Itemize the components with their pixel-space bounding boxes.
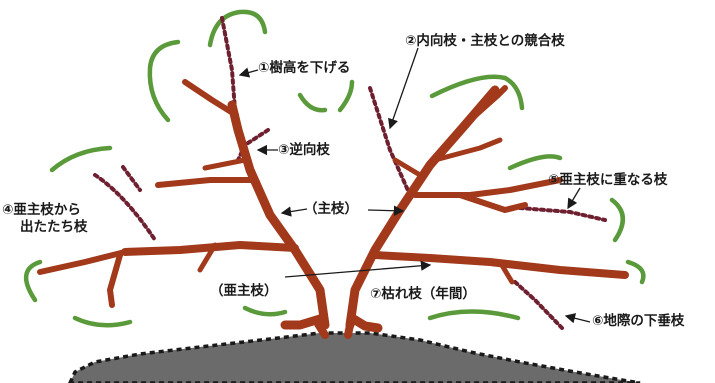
foliage-bottom-mid <box>242 305 288 317</box>
foliage-top-left <box>207 9 268 48</box>
foliage-right-mid <box>507 154 563 171</box>
arrow-droop <box>564 313 591 324</box>
left-trunk <box>227 100 330 330</box>
cut-branch-droop <box>513 280 564 330</box>
label-water-sprout-line1: ④亜主枝から <box>2 202 81 218</box>
left-branch-small <box>197 242 218 273</box>
right-branch-upper <box>432 137 503 163</box>
foliage-right-upper <box>429 74 525 111</box>
label-droop-branch: ⑥地際の下垂枝 <box>592 313 685 329</box>
foliage-center-top1 <box>297 92 328 113</box>
arrow-inward <box>388 47 419 130</box>
right-sub-branch-lower <box>371 251 629 279</box>
arrow-main-left <box>280 206 308 217</box>
label-water-sprout: ④亜主枝から 出たたち枝 <box>2 202 88 236</box>
left-sub-branch-drop <box>107 252 123 308</box>
foliage-right-lower <box>625 259 646 285</box>
left-branch-upper <box>182 79 239 118</box>
arrow-sub-main <box>284 260 432 278</box>
right-sub-branch-drop <box>497 259 515 285</box>
foliage-left-upper <box>147 39 181 123</box>
right-root2 <box>344 321 354 339</box>
foliage-group <box>24 9 646 328</box>
foliage-center-top2 <box>337 79 355 113</box>
left-sub-branch-lower <box>121 241 299 256</box>
label-overlap-branch: ⑤亜主枝に重なる枝 <box>548 172 668 188</box>
right-branch-mid2 <box>457 192 528 213</box>
cut-branch-water-sprout <box>93 173 157 242</box>
right-branch-mid <box>412 177 563 198</box>
cut-branch-top <box>220 16 237 112</box>
foliage-right-side <box>609 197 625 243</box>
arrow-main-right <box>367 205 405 216</box>
arrow-overlap <box>567 187 581 210</box>
left-sub-branch-lower-tip <box>37 249 128 275</box>
foliage-left-mid <box>49 145 113 173</box>
left-root <box>280 313 328 330</box>
label-lower-height: ①樹高を下げる <box>258 60 351 76</box>
ground-mound <box>68 331 641 383</box>
left-branch-mid2 <box>202 157 248 171</box>
foliage-bottom-left <box>72 315 133 328</box>
label-inward-branch: ②内向枝・主枝との競合枝 <box>405 33 565 49</box>
arrow-lower-height <box>238 67 259 78</box>
right-trunk-tip <box>467 85 508 123</box>
foliage-bottom-right <box>427 309 521 321</box>
label-main-branch: （主枝） <box>304 201 358 217</box>
left-root2 <box>314 320 329 339</box>
cut-branch-left-small <box>121 165 142 192</box>
foliage-left-lower <box>24 259 43 303</box>
right-branch-upper2 <box>392 157 423 178</box>
cut-branch-inward <box>368 86 412 197</box>
label-reverse-branch: ③逆向枝 <box>278 142 330 158</box>
left-branch-mid <box>155 177 258 188</box>
label-dead-branch: ⑦枯れ枝（年間） <box>370 286 476 302</box>
label-water-sprout-line2: 出たたち枝 <box>20 218 88 235</box>
label-sub-main-branch: （亜主枝） <box>210 283 278 299</box>
arrows-group <box>238 47 591 324</box>
cut-branch-overlap <box>518 206 607 222</box>
right-root <box>347 313 383 333</box>
